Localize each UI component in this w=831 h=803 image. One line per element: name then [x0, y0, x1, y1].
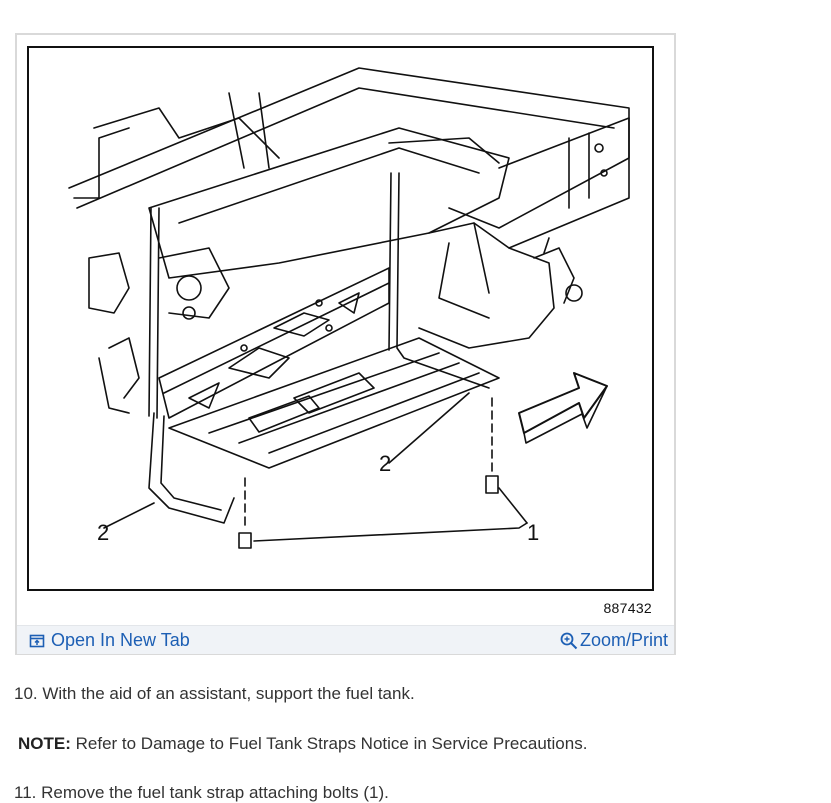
figure-number: 887432: [603, 600, 652, 616]
callout-1-bolts: 1: [527, 520, 539, 545]
note-paragraph: NOTE: Refer to Damage to Fuel Tank Strap…: [18, 734, 587, 754]
callout-2-front: 2: [97, 520, 109, 545]
fuel-tank-strap-diagram: 2 2 1: [27, 46, 654, 591]
figure-toolbar: Open In New Tab Zoom/Print: [17, 625, 674, 654]
fuel-tank-illustration: 2 2 1: [68, 67, 630, 549]
callout-2-rear: 2: [379, 451, 391, 476]
note-text: Refer to Damage to Fuel Tank Straps Noti…: [70, 734, 588, 753]
note-label: NOTE:: [18, 734, 71, 753]
step-11-text: 11. Remove the fuel tank strap attaching…: [14, 783, 389, 802]
open-new-tab-icon: [29, 634, 45, 647]
zoom-print-label: Zoom/Print: [579, 630, 668, 650]
magnifier-icon: [560, 632, 578, 649]
step-10-text: 10. With the aid of an assistant, suppor…: [14, 684, 415, 703]
open-in-new-tab-link[interactable]: Open In New Tab: [29, 630, 190, 651]
open-in-new-tab-label: Open In New Tab: [51, 630, 190, 650]
figure-card: 2 2 1 887432 Open In New Tab Zoom/Print: [15, 33, 676, 655]
zoom-print-link[interactable]: Zoom/Print: [560, 630, 668, 651]
